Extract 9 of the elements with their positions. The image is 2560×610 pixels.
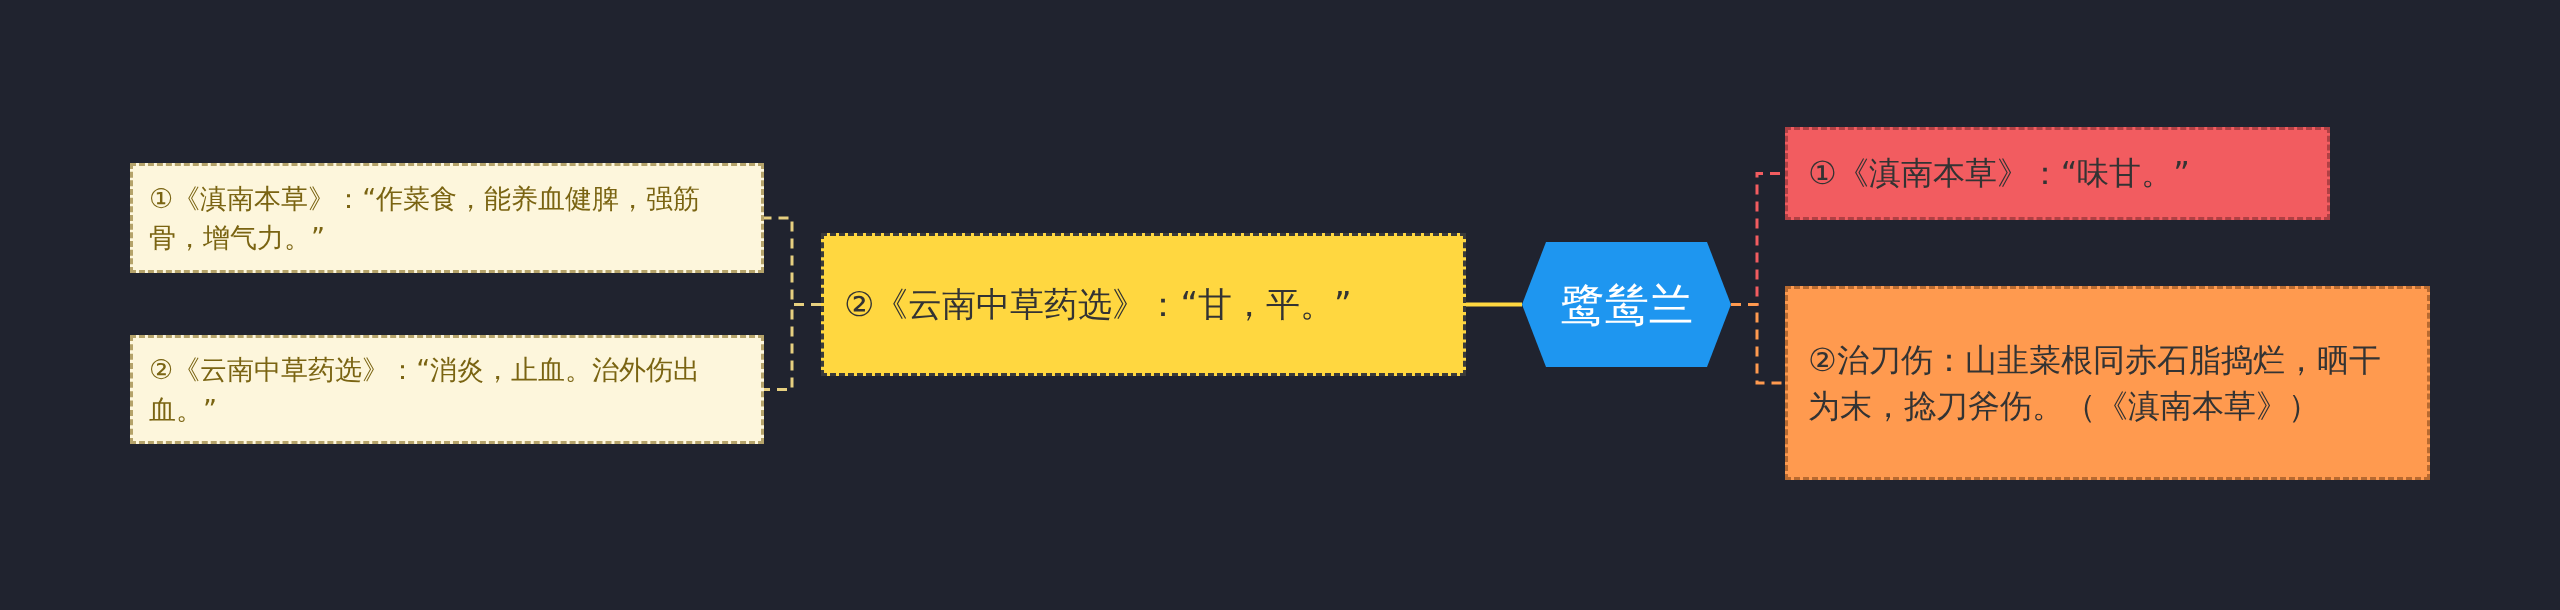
- connector-line: [1731, 303, 1785, 385]
- connector-line: [1466, 302, 1522, 307]
- quote-box: ①《滇南本草》：“味甘。”: [1785, 127, 2330, 220]
- hexagon-node: 鹭鸶兰: [1522, 242, 1731, 367]
- quote-box: ②治刀伤：山韭菜根同赤石脂捣烂，晒干为末，捻刀斧伤。（《滇南本草》）: [1785, 286, 2430, 480]
- topic-box: ②《云南中草药选》：“甘，平。”: [821, 233, 1466, 376]
- quote-box: ②《云南中草药选》：“消炎，止血。治外伤出血。”: [130, 335, 764, 444]
- connector-line: [764, 303, 821, 391]
- quote-box: ①《滇南本草》：“作菜食，能养血健脾，强筋骨，增气力。”: [130, 163, 764, 273]
